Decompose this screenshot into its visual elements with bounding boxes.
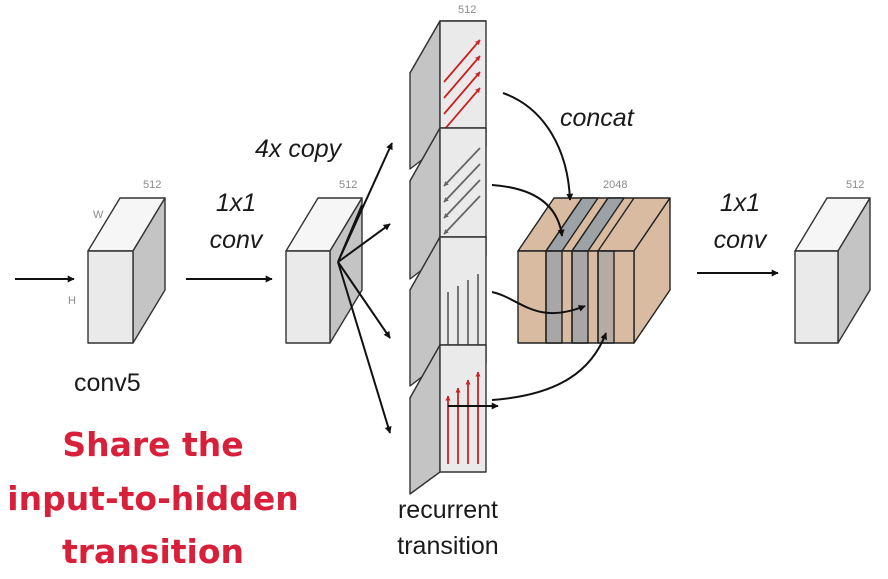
recurrent-block-1 [409,20,487,170]
recurrent-channels: 512 [458,4,476,16]
upward-sweep [445,371,481,464]
conv5-label: conv5 [74,369,141,397]
conv-1x1-label-b-line1: 1x1 [720,189,760,217]
copy-fanout-arrows [337,142,393,434]
recurrent-label-line1: recurrent [398,496,498,524]
copy-label: 4x copy [255,135,343,163]
recurrent-block-2 [409,127,487,280]
width-dim-label: W [93,209,104,221]
concat-label: concat [560,104,635,132]
recurrent-block-4 [409,344,487,495]
copy-feature-block [285,197,363,344]
conv-1x1-label-b-line2: conv [714,226,768,254]
recurrent-block-3 [409,236,487,387]
downward-sweep [445,274,481,355]
copy-channels: 512 [339,179,357,191]
conv5-feature-block [87,197,166,344]
output-channels: 512 [846,179,864,191]
up-right-sweep [443,39,481,131]
callout-line1: Share the [62,425,243,464]
conv-1x1-label-a-line1: 1x1 [216,189,256,217]
concat-channels: 2048 [603,179,627,191]
callout-line3: transition [62,532,244,571]
concat-feature-block [517,197,671,344]
recurrent-label-line2: transition [397,532,498,560]
down-left-sweep [443,147,481,235]
height-dim-label: H [68,295,76,307]
conv5-channels: 512 [143,179,161,191]
conv-1x1-label-a-line2: conv [210,226,264,254]
output-feature-block [794,197,871,344]
callout-line2: input-to-hidden [7,479,298,518]
concat-arrows [448,92,608,410]
